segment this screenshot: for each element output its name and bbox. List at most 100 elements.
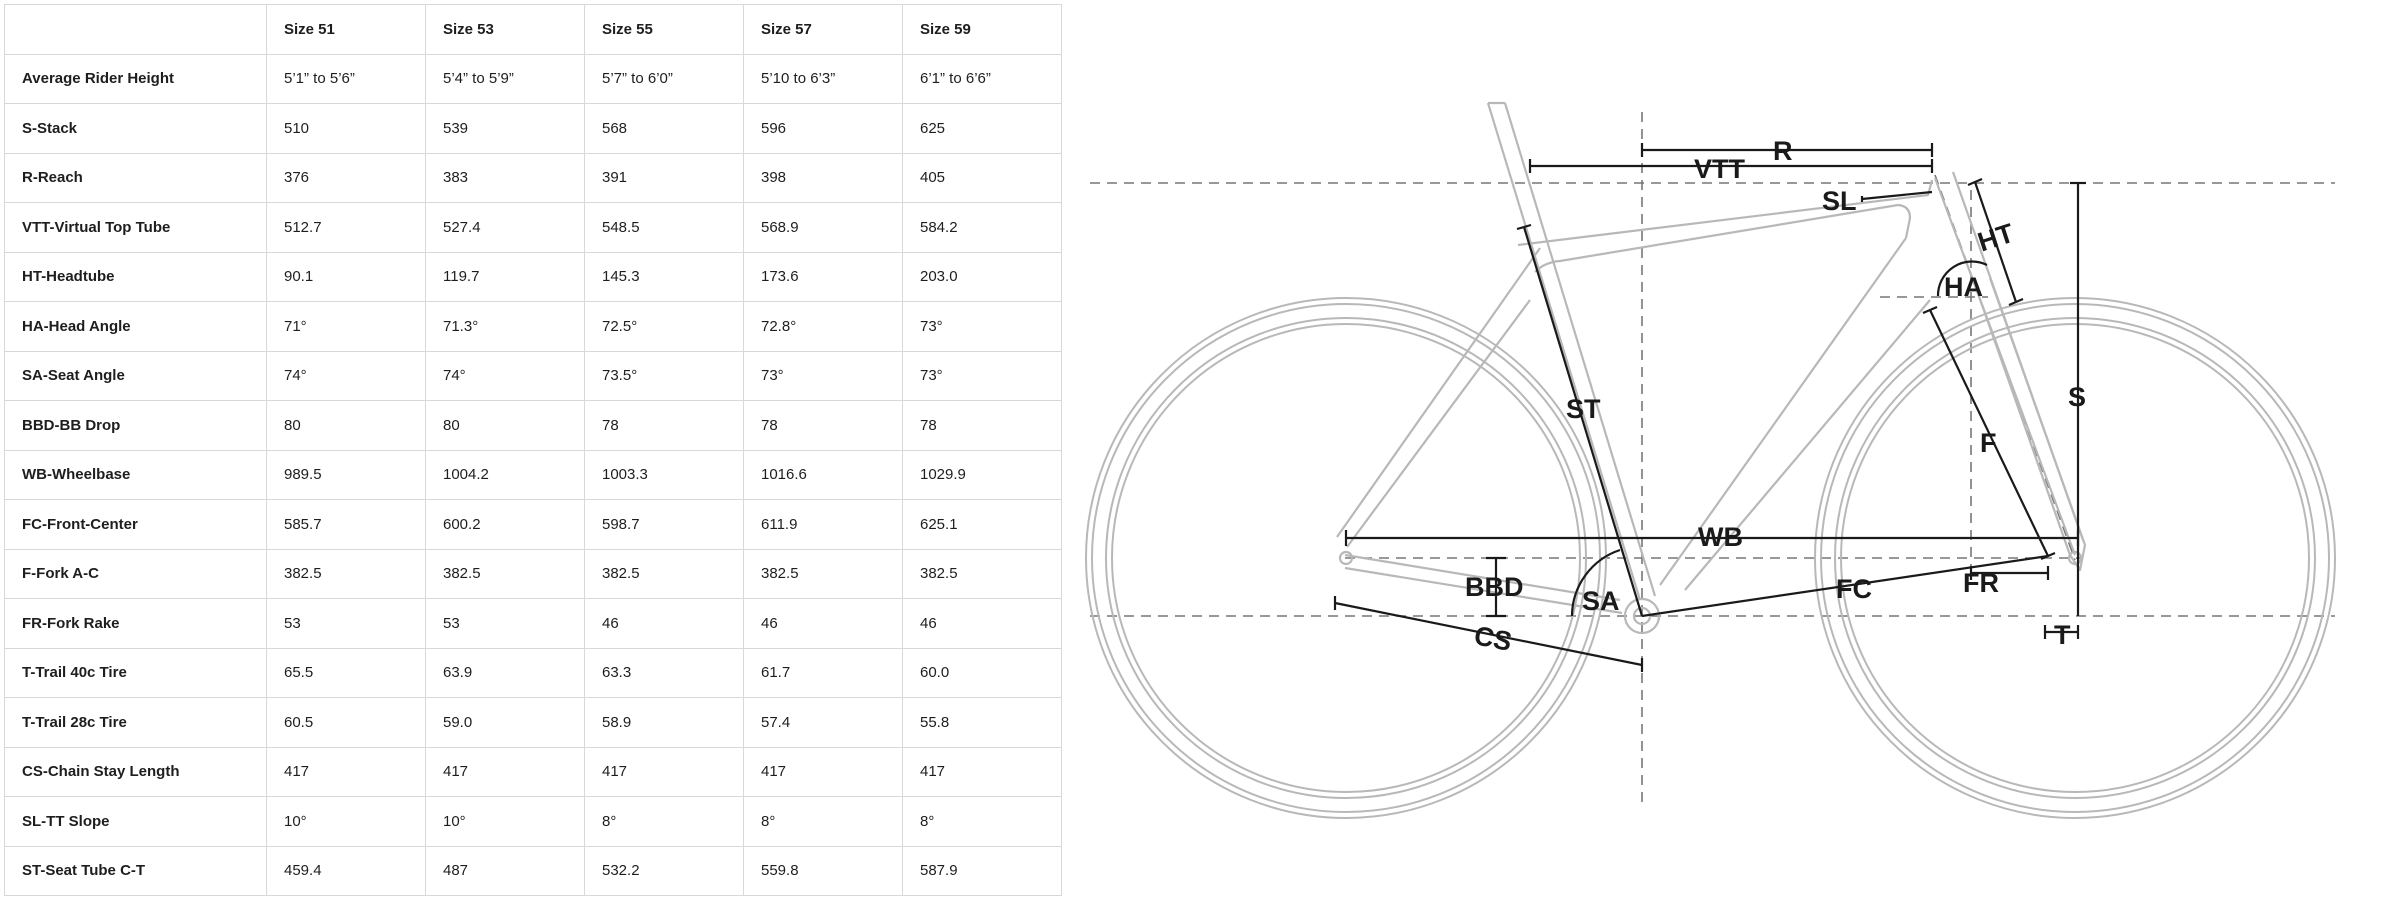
table-cell: 71°: [266, 301, 426, 352]
row-label: S-Stack: [4, 103, 267, 154]
label-r: R: [1773, 136, 1793, 166]
table-cell: 596: [743, 103, 903, 154]
table-cell: 80: [425, 400, 585, 451]
table-cell: 203.0: [902, 251, 1062, 302]
table-cell: 78: [902, 400, 1062, 451]
table-cell: 72.8°: [743, 301, 903, 352]
table-cell: 600.2: [425, 499, 585, 550]
table-cell: 405: [902, 152, 1062, 203]
dimension-labels: R VTT SL HT HA ST S F WB BBD SA FC FR CS…: [1465, 136, 2086, 657]
table-cell: 73°: [902, 301, 1062, 352]
bike-geometry-diagram: R VTT SL HT HA ST S F WB BBD SA FC FR CS…: [1085, 0, 2400, 900]
table-cell: 63.9: [425, 647, 585, 698]
table-cell: 74°: [266, 350, 426, 401]
label-vtt: VTT: [1694, 154, 1746, 184]
row-label: T-Trail 40c Tire: [4, 647, 267, 698]
table-cell: 73°: [743, 350, 903, 401]
table-cell: 60.0: [902, 647, 1062, 698]
table-cell: 527.4: [425, 202, 585, 253]
table-cell: 417: [743, 746, 903, 797]
label-sl: SL: [1822, 186, 1857, 216]
table-cell: 78: [584, 400, 744, 451]
row-label: FC-Front-Center: [4, 499, 267, 550]
table-cell: 71.3°: [425, 301, 585, 352]
header-cell-corner: [4, 4, 267, 55]
header-cell-size: Size 53: [425, 4, 585, 55]
table-cell: 46: [902, 598, 1062, 649]
table-cell: 383: [425, 152, 585, 203]
label-ha: HA: [1944, 272, 1983, 302]
table-cell: 53: [425, 598, 585, 649]
row-label: HA-Head Angle: [4, 301, 267, 352]
row-label: Average Rider Height: [4, 53, 267, 104]
row-label: CS-Chain Stay Length: [4, 746, 267, 797]
table-cell: 512.7: [266, 202, 426, 253]
label-wb: WB: [1698, 522, 1743, 552]
table-cell: 510: [266, 103, 426, 154]
table-cell: 46: [743, 598, 903, 649]
table-cell: 382.5: [584, 548, 744, 599]
label-fr: FR: [1963, 568, 1999, 598]
table-cell: 559.8: [743, 845, 903, 896]
table-cell: 10°: [266, 796, 426, 847]
table-cell: 568: [584, 103, 744, 154]
header-cell-size: Size 57: [743, 4, 903, 55]
table-cell: 8°: [902, 796, 1062, 847]
label-s: S: [2068, 382, 2086, 412]
table-cell: 989.5: [266, 449, 426, 500]
table-cell: 611.9: [743, 499, 903, 550]
table-cell: 598.7: [584, 499, 744, 550]
row-label: HT-Headtube: [4, 251, 267, 302]
header-cell-size: Size 55: [584, 4, 744, 55]
geometry-table-container: Size 51 Size 53 Size 55 Size 57 Size 59 …: [4, 4, 1062, 896]
table-cell: 73.5°: [584, 350, 744, 401]
row-label: VTT-Virtual Top Tube: [4, 202, 267, 253]
row-label: FR-Fork Rake: [4, 598, 267, 649]
table-cell: 1029.9: [902, 449, 1062, 500]
table-cell: 90.1: [266, 251, 426, 302]
table-cell: 417: [266, 746, 426, 797]
table-cell: 625: [902, 103, 1062, 154]
table-cell: 173.6: [743, 251, 903, 302]
table-cell: 539: [425, 103, 585, 154]
table-cell: 391: [584, 152, 744, 203]
table-cell: 1004.2: [425, 449, 585, 500]
row-label: R-Reach: [4, 152, 267, 203]
table-cell: 72.5°: [584, 301, 744, 352]
label-cs: CS: [1472, 620, 1515, 657]
row-label: BBD-BB Drop: [4, 400, 267, 451]
table-cell: 46: [584, 598, 744, 649]
table-cell: 65.5: [266, 647, 426, 698]
table-cell: 459.4: [266, 845, 426, 896]
rear-wheel: [1085, 297, 1607, 819]
table-cell: 63.3: [584, 647, 744, 698]
table-cell: 376: [266, 152, 426, 203]
table-cell: 55.8: [902, 697, 1062, 748]
table-cell: 119.7: [425, 251, 585, 302]
table-cell: 382.5: [425, 548, 585, 599]
table-cell: 73°: [902, 350, 1062, 401]
table-cell: 58.9: [584, 697, 744, 748]
table-cell: 398: [743, 152, 903, 203]
header-cell-size: Size 51: [266, 4, 426, 55]
table-cell: 5’7” to 6’0”: [584, 53, 744, 104]
table-cell: 80: [266, 400, 426, 451]
table-cell: 532.2: [584, 845, 744, 896]
table-cell: 587.9: [902, 845, 1062, 896]
